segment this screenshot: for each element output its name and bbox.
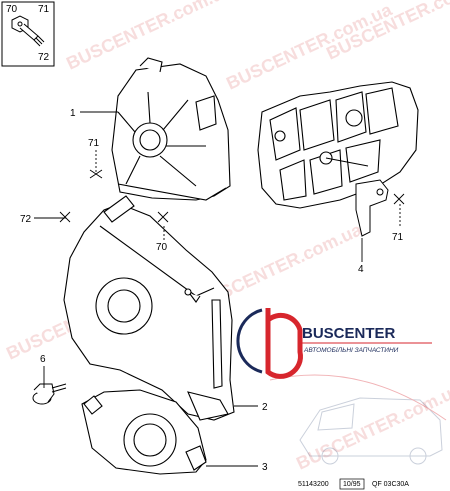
leader-lines [34, 111, 405, 467]
buscenter-logo: BUSCENTER АВТОМОБІЛЬНІ ЗАПЧАСТИНИ [236, 308, 432, 379]
logo-tagline: АВТОМОБІЛЬНІ ЗАПЧАСТИНИ [303, 347, 399, 354]
van-illustration [269, 374, 447, 465]
watermark-6: BUSCENTER.com.ua [293, 379, 450, 474]
inset-label-72: 72 [38, 52, 50, 63]
part-3-pulley-cover [81, 389, 207, 475]
callout-4: 4 [358, 264, 364, 275]
part-1-upper-cover [111, 57, 231, 201]
part-2-lower-cover [63, 195, 235, 421]
part-4-bracket [355, 179, 389, 237]
watermark-2: BUSCENTER.com.ua [223, 0, 396, 94]
inset-label-71: 71 [38, 4, 50, 15]
inset-label-70: 70 [6, 4, 18, 15]
callout-1: 1 [70, 108, 76, 119]
logo-mark-icon [265, 308, 303, 379]
callout-2: 2 [262, 402, 268, 413]
logo-arc-icon [236, 308, 263, 374]
engine-block [257, 81, 419, 209]
bolt-icon [11, 15, 45, 47]
footer-date: 10/95 [343, 481, 361, 488]
callout-71-right: 71 [392, 232, 404, 243]
callout-3: 3 [262, 462, 268, 473]
fastener-inset: 70 71 72 [1, 1, 55, 67]
footer-ref-right: QF 03C30A [372, 481, 409, 488]
callout-6: 6 [40, 354, 46, 365]
callout-70: 70 [156, 242, 168, 253]
callout-71-left: 71 [88, 138, 100, 149]
callout-72: 72 [20, 214, 32, 225]
footer-ref-left: 51143200 [298, 481, 329, 488]
part-6-bolt [32, 383, 67, 405]
footer-reference: 51143200 10/95 QF 03C30A [298, 478, 409, 490]
logo-name: BUSCENTER [302, 325, 396, 342]
callout-labels: 1 71 72 70 71 4 6 2 3 [20, 108, 404, 473]
